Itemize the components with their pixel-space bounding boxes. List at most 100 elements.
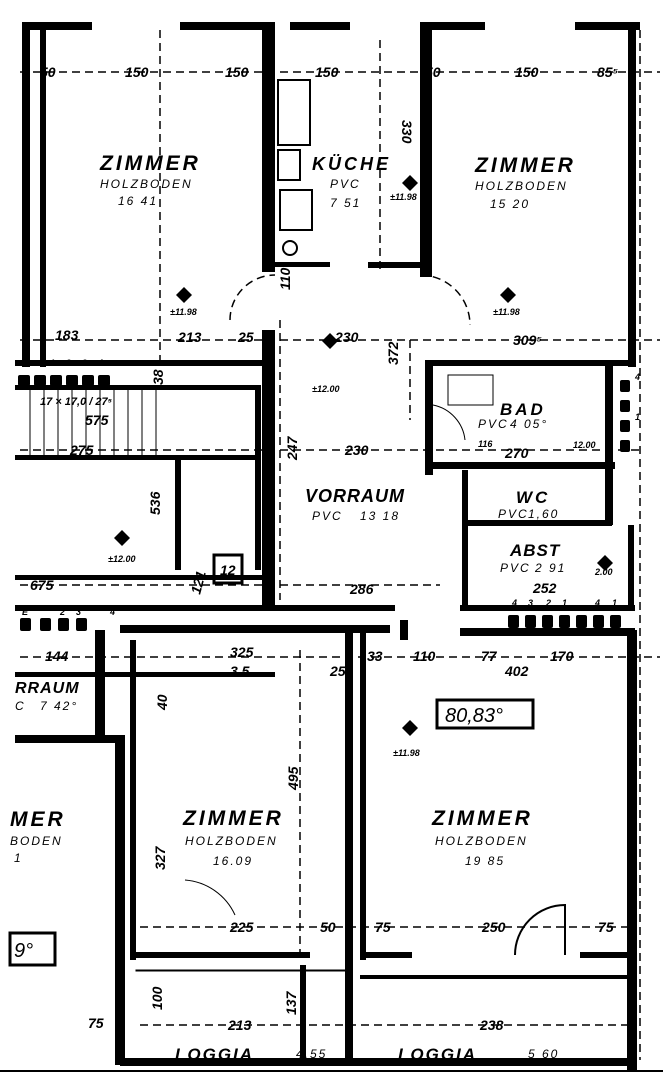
dimension: 50 (425, 64, 441, 80)
dimension: 330 (399, 120, 415, 144)
room-floor: PVC (478, 417, 509, 431)
room-floor: HOLZBODEN (475, 179, 568, 193)
dimension: 77 (481, 648, 498, 664)
room-area: 7 51 (330, 196, 361, 210)
room-name: ZIMMER (182, 807, 284, 830)
dimension: 33 (367, 648, 383, 664)
room-name: LOGGIA (398, 1045, 477, 1064)
dimension: 402 (504, 663, 529, 679)
step-number: 1 (562, 598, 567, 608)
room-area: 15 20 (490, 197, 530, 211)
walls (0, 22, 663, 1072)
dimension: 40 (154, 694, 170, 711)
room-area: 16 41 (118, 194, 158, 208)
room-name: KÜCHE (312, 154, 391, 174)
room-area: 4.55 (296, 1047, 327, 1061)
room-zimmer-1: ZIMMER HOLZBODEN 16 41 (99, 152, 201, 208)
dimension: 38 (150, 369, 166, 385)
dimension: 50 (40, 64, 56, 80)
dimension: 144 (45, 648, 69, 664)
room-zimmer-3: ZIMMER HOLZBODEN 16.09 (182, 807, 284, 868)
dimension: 25 (237, 329, 254, 345)
room-floor: PVC (498, 507, 529, 521)
room-vorraum-neighbor: RRAUM C 7 42° (15, 680, 79, 713)
room-name: WC (516, 488, 550, 507)
room-vorraum: VORRAUM PVC 13 18 (305, 486, 405, 523)
elevation-markers (114, 175, 613, 736)
dimension: 50 (320, 919, 336, 935)
dimension: 116 (478, 439, 493, 449)
room-area: 7 42° (40, 699, 78, 713)
room-area: 4 05° (510, 417, 548, 431)
step-number: 2 (545, 598, 551, 608)
room-bad: BAD PVC 4 05° (478, 400, 548, 431)
dimension: 372 (385, 341, 401, 365)
step-number: 3 (528, 598, 533, 608)
room-wc: WC PVC 1,60 (498, 488, 559, 521)
room-floor: PVC (500, 561, 531, 575)
dimension: 213 (177, 329, 202, 345)
dimension: 25 (329, 663, 346, 679)
room-name: ZIMMER (99, 152, 201, 175)
dimension: 247 (284, 435, 300, 461)
dimension: 75 (598, 919, 614, 935)
room-zimmer-4: ZIMMER HOLZBODEN 19 85 (431, 807, 530, 868)
dimension: 100 (149, 986, 165, 1010)
dimension: 150 (315, 64, 339, 80)
dimension: 170 (550, 648, 574, 664)
dimension: 225 (229, 919, 254, 935)
elevation: ±11.98 (170, 307, 197, 317)
dimension: 137 (283, 990, 299, 1015)
room-name: MER (10, 808, 66, 831)
room-floor: PVC (312, 509, 343, 523)
room-floor: HOLZBODEN (185, 834, 278, 848)
dimension: 85⁵ (597, 64, 619, 80)
room-area: 5 60 (528, 1047, 559, 1061)
room-zimmer-2: ZIMMER HOLZBODEN 15 20 (474, 154, 573, 211)
step-number: E (22, 607, 29, 617)
total-area-box: 80,83° (435, 698, 535, 730)
elevation: ±11.98 (390, 192, 417, 202)
dimension: 286 (349, 581, 374, 597)
room-abstellraum: ABST PVC 2 91 (500, 541, 564, 575)
room-kueche: KÜCHE PVC 7 51 (312, 154, 391, 210)
elevation: ±11.98 (493, 307, 520, 317)
dimension: 536 (147, 491, 163, 515)
elevation: 2.00 (594, 567, 613, 577)
dimension: 270 (504, 445, 529, 461)
partial-area-box: 9° (8, 931, 57, 967)
step-number: 1 (50, 358, 55, 368)
dimension-lines (20, 30, 660, 1060)
unit-number: 12 (220, 562, 236, 578)
dimension: 238 (479, 1017, 504, 1033)
dimension: 230 (334, 329, 359, 345)
kitchen-fixtures (277, 79, 313, 256)
room-area: 1,60 (528, 507, 559, 521)
dimension: 3.5 (230, 663, 250, 679)
room-loggia-1: LOGGIA 4.55 (175, 1045, 327, 1064)
stair-spec: 17 × 17,0 / 27⁵ (40, 396, 113, 408)
step-number: 4 (594, 598, 600, 608)
room-name: ABST (509, 541, 561, 560)
room-loggia-2: LOGGIA 5 60 (398, 1045, 559, 1064)
dimension: 309⁵ (513, 332, 542, 348)
room-area: 13 18 (360, 509, 400, 523)
dimension: 275 (69, 442, 94, 458)
step-number: 4 (109, 607, 115, 617)
partial-area: 9° (14, 940, 33, 962)
dimension: 230 (344, 442, 369, 458)
elevation: ±12.00 (312, 384, 339, 394)
room-area: 19 85 (465, 854, 505, 868)
elevation: ±11.98 (393, 748, 420, 758)
step-number: 1 (612, 598, 617, 608)
dimension: 495 (285, 766, 301, 791)
room-name: BAD (500, 400, 546, 419)
dimension: 150 (225, 64, 249, 80)
dimension: 675 (30, 577, 54, 593)
door-swings (184, 274, 566, 960)
room-name: VORRAUM (305, 486, 405, 506)
room-floor: HOLZBODEN (100, 177, 193, 191)
dimension: 121 (187, 569, 209, 596)
dimension: 75 (88, 1015, 104, 1031)
dimension: 575 (85, 412, 109, 428)
